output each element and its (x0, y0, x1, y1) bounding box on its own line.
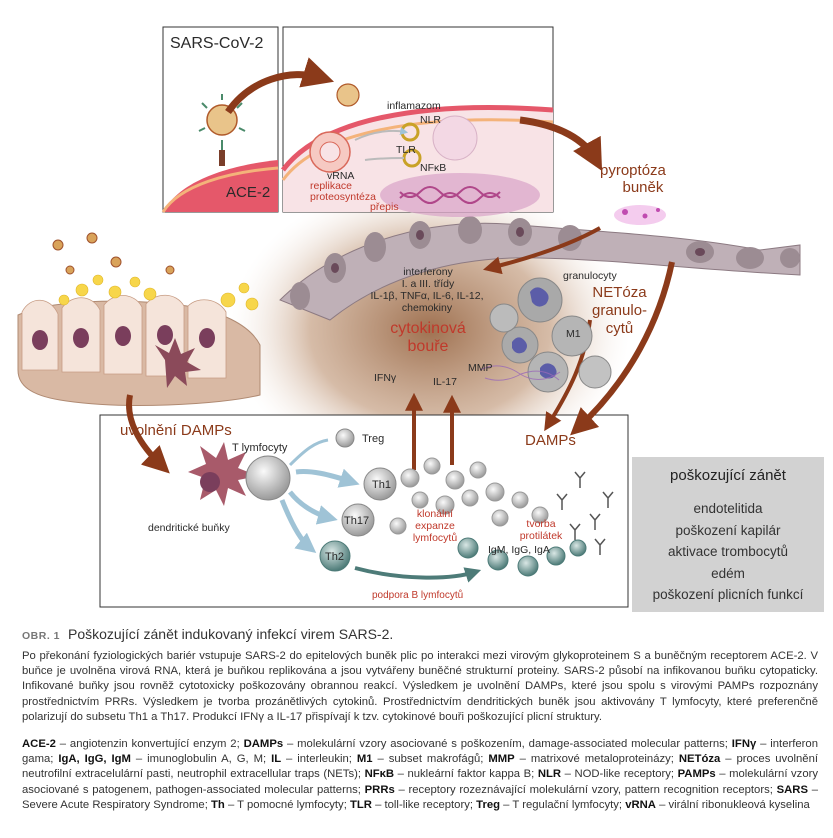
glossary-definition: – matrixové metaloproteinázy; (514, 753, 679, 766)
figure-caption: OBR. 1 Poškozující zánět indukovaný infek… (22, 626, 822, 642)
immunoglobulins-label: IgM, IgG, IgA (488, 544, 550, 556)
glossary-definition: – interferon gama; (22, 738, 818, 766)
glossary-entry: vRNA – virální ribonukleová kyselina (625, 799, 810, 811)
panel-item: poškození plicních funkcí (652, 587, 804, 602)
replication-label: replikace (310, 180, 353, 192)
glossary-term: Th (211, 798, 225, 811)
m1-label: M1 (566, 328, 581, 340)
glossary: ACE-2 – angiotenzin konvertující enzym 2… (22, 737, 818, 813)
glossary-definition: – nukleární faktor kappa B; (394, 768, 538, 781)
glossary-term: IL (271, 753, 282, 766)
antibody-production-label: tvorba protilátek (519, 518, 563, 542)
glossary-term: vRNA (625, 798, 656, 811)
panel-item: poškození kapilár (675, 522, 781, 538)
vrna-label: vRNA (327, 170, 355, 182)
clonal-expansion-label: klonální expanze lymfocytů (412, 508, 458, 544)
glossary-entry: M1 – subset makrofágů; (357, 753, 489, 765)
mmp-label: MMP (468, 362, 493, 374)
diagram-figure: SARS-CoV-2 ACE-2 inflamazom NLR TLR NFκB… (17, 26, 824, 612)
glossary-term: NETóza (678, 753, 721, 766)
glossary-entry: DAMPs – molekulární vzory asociované s p… (244, 738, 732, 750)
t-cells-label: T lymfocyty (232, 442, 288, 454)
glossary-entry: PRRs – receptory rozeznávající molekulár… (365, 784, 777, 796)
dendritic-label: dendritické buňky (148, 522, 230, 534)
glossary-entry: PAMPs – molekulární vzory asociované s p… (22, 768, 818, 795)
glossary-term: ACE-2 (22, 738, 56, 750)
glossary-entry: NETóza – proces uvolnění neutrofilní ext… (22, 753, 818, 780)
proteosynthesis-label: proteosyntéza (310, 191, 376, 203)
glossary-term: IFNγ (731, 738, 757, 750)
granulocytes-label: granulocyty (563, 270, 617, 282)
glossary-entry: MMP – matrixové metaloproteinázy; (488, 753, 679, 765)
il17-label: IL-17 (433, 376, 457, 388)
glossary-term: MMP (488, 753, 515, 766)
glossary-entry: IgA, IgG, IgM – imunoglobulin A, G, M; (58, 753, 271, 765)
glossary-term: SARS (776, 783, 808, 796)
tlr-label: TLR (396, 144, 416, 156)
glossary-definition: – T regulační lymfocyty; (500, 798, 626, 811)
glossary-definition: – toll-like receptory; (371, 798, 477, 811)
figure-description: Po překonání fyziologických bariér vstup… (22, 650, 818, 723)
panel-item: aktivace trombocytů (667, 544, 789, 559)
glossary-term: TLR (349, 798, 372, 811)
th1-label: Th1 (372, 479, 391, 491)
glossary-term: M1 (356, 753, 373, 766)
glossary-term: DAMPs (243, 738, 284, 750)
glossary-definition: – NOD-like receptory; (561, 768, 678, 781)
panel-title: poškozující zánět (670, 467, 786, 484)
panel-item: edém (711, 565, 745, 581)
glossary-term: NLR (537, 768, 562, 781)
glossary-definition: – proces uvolnění neutrofilní extracelul… (22, 753, 818, 781)
damps-label: DAMPs (525, 432, 576, 449)
damps-release-label: uvolnění DAMPs (120, 422, 232, 439)
ifng-label: IFNγ (374, 372, 397, 384)
glossary-definition: – interleukin; (281, 753, 357, 766)
glossary-definition: – molekulární vzory asociované s patogen… (22, 768, 819, 796)
cytokine-storm-label: cytokinová bouře (390, 320, 466, 355)
glossary-entry: Th – T pomocné lymfocyty; (211, 799, 350, 811)
glossary-definition: – imunoglobulin A, G, M; (130, 753, 272, 766)
figure-title: Poškozující zánět indukovaný infekcí vir… (68, 626, 394, 642)
glossary-entry: IL – interleukin; (271, 753, 357, 765)
glossary-entry: IFNγ – interferon gama; (22, 738, 818, 765)
netosis-label: NETóza granulo- cytů (592, 284, 648, 337)
glossary-entry: NLR – NOD-like receptory; (538, 768, 678, 780)
treg-label: Treg (362, 433, 385, 445)
glossary-definition: – virální ribonukleová kyselina (655, 798, 810, 811)
th2-label: Th2 (325, 551, 344, 563)
nlr-label: NLR (420, 114, 442, 126)
glossary-definition: – subset makrofágů; (372, 753, 489, 766)
glossary-definition: – receptory rozeznávající molekulární vz… (394, 783, 777, 796)
virus-label: SARS-CoV-2 (170, 35, 264, 52)
panel-item: endotelitida (693, 501, 763, 516)
diagram-artwork (17, 26, 801, 608)
glossary-term: IgA, IgG, IgM (58, 753, 131, 766)
figure-number: OBR. 1 (22, 630, 61, 642)
ace2-label: ACE-2 (226, 184, 271, 201)
glossary-entry: TLR – toll-like receptory; (350, 799, 476, 811)
glossary-term: NFκB (364, 768, 395, 781)
glossary-term: PRRs (364, 783, 395, 796)
transcription-label: přepis (370, 201, 399, 213)
glossary-entry: NFκB – nukleární faktor kappa B; (365, 768, 538, 780)
harmful-inflammation-panel: poškozující zánět endotelitida poškození… (632, 457, 824, 612)
glossary-term: PAMPs (677, 768, 716, 781)
glossary-entry: Treg – T regulační lymfocyty; (476, 799, 625, 811)
interferons-label: interferony I. a III. třídy (401, 266, 455, 290)
th17-label: Th17 (344, 515, 370, 527)
cytokines-label: IL-1β, TNFα, IL-6, IL-12, chemokiny (370, 290, 484, 314)
nfkb-label: NFκB (420, 162, 447, 174)
glossary-entry: SARS – Severe Acute Respiratory Syndrome… (22, 784, 818, 811)
b-support-label: podpora B lymfocytů (372, 590, 464, 601)
glossary-definition: – T pomocné lymfocyty; (224, 798, 350, 811)
glossary-entry: ACE-2 – angiotenzin konvertující enzym 2… (22, 738, 244, 750)
glossary-definition: – angiotenzin konvertující enzym 2; (55, 738, 244, 750)
inflammasome-label: inflamazom (387, 100, 441, 112)
glossary-definition: – molekulární vzory asociované s poškoze… (283, 738, 732, 750)
glossary-definition: – Severe Acute Respiratory Syndrome; (22, 783, 818, 811)
pyroptosis-label: pyroptóza buněk (600, 162, 666, 197)
glossary-term: Treg (476, 798, 501, 811)
